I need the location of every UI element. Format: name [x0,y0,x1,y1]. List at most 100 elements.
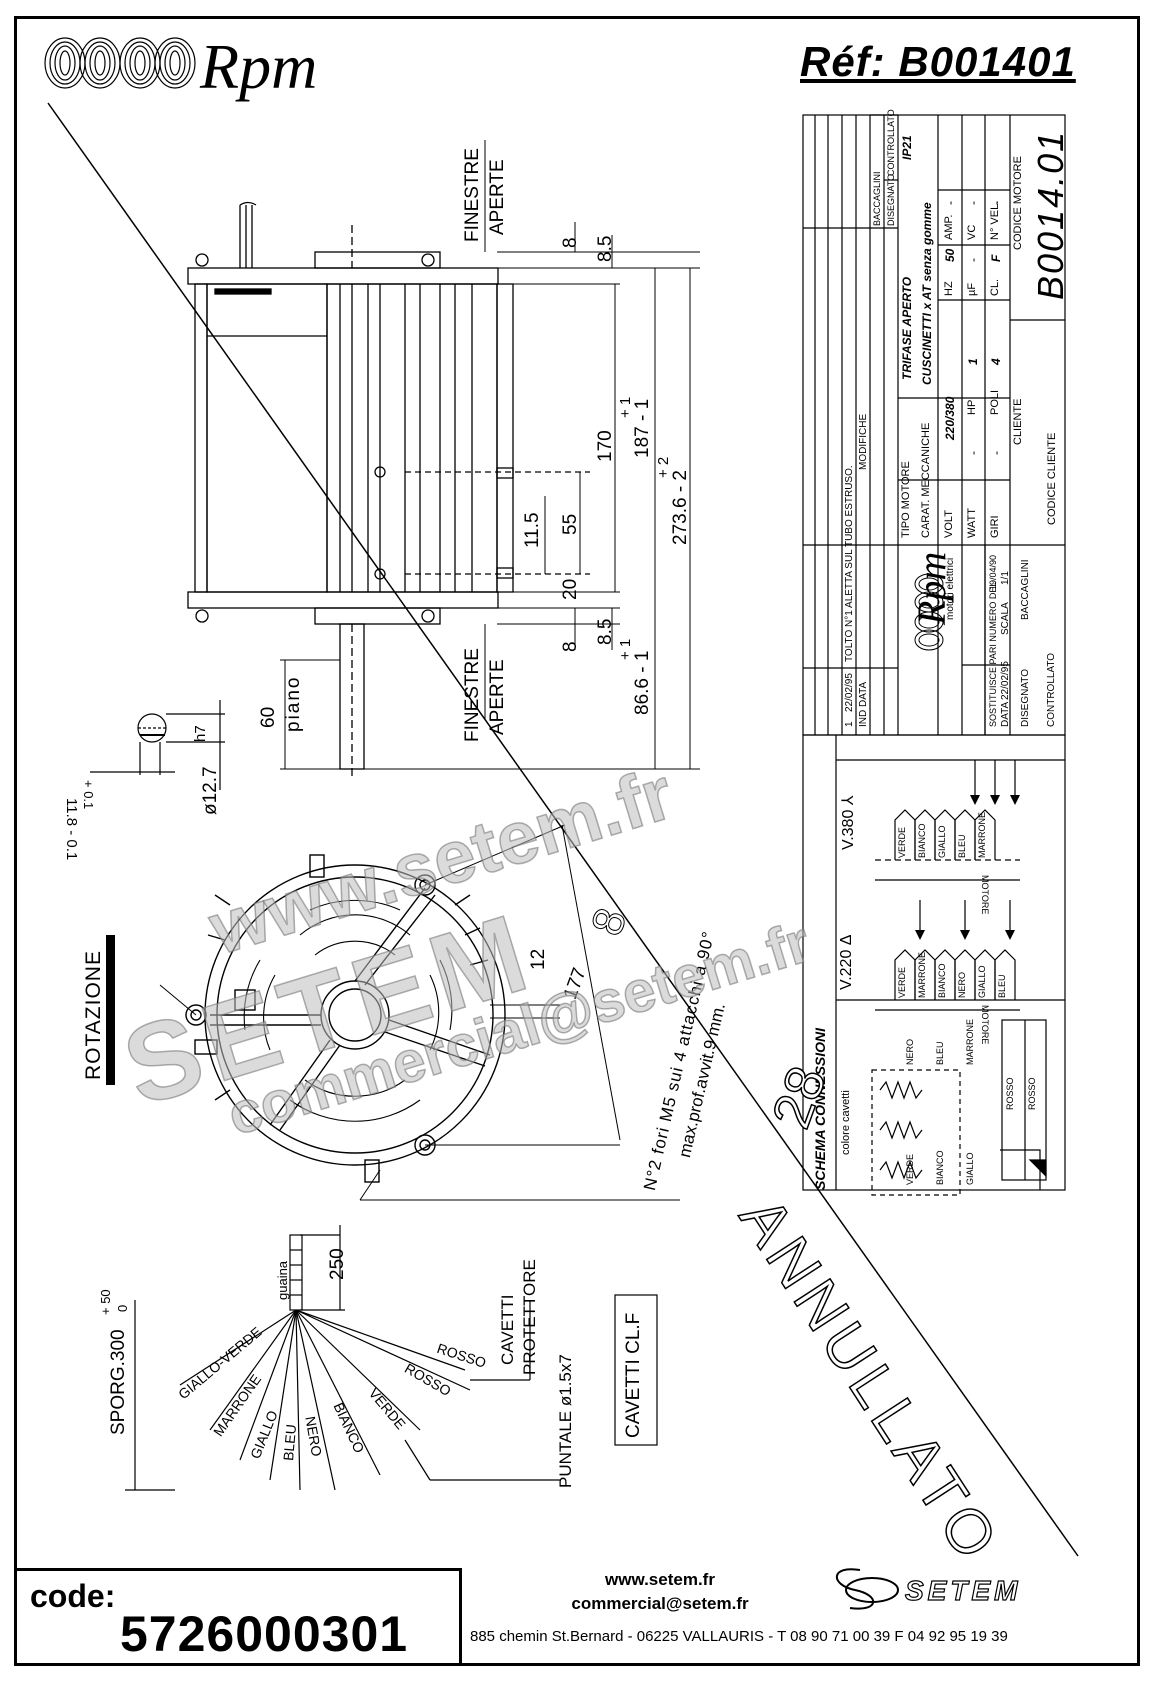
tb-sostituisce: SOSTITUISCE PARI NUMERO DEL [988,581,998,727]
tb-disegnato-value: BACCAGLINI [1020,559,1031,620]
tb-carat-label: CARAT. MECCANICHE [920,422,932,538]
tb-codice-motore: B0014.01 [1030,129,1071,300]
brand-logo-text: Rpm [200,31,318,102]
finestre-aperte-bottom-2: APERTE [487,659,508,735]
tb-codice-cliente-label: CODICE CLIENTE [1046,432,1058,525]
lead-guaina: guaina [275,1260,290,1300]
tb-giri-label: GIRI [989,515,1001,538]
lead-sporg-tol-top: + 50 [98,1289,113,1315]
drawing-sheet-border [14,16,1140,1666]
cavetti-cl-label: CAVETTI CL.F [623,1312,644,1438]
v220-wire-4: NERO [957,971,967,998]
lead-sporg: SPORG.300 [108,1329,129,1435]
shaft-dim-tol: + 0.1 [81,780,96,810]
puntale-label: PUNTALE ø1.5x7 [556,1354,575,1488]
dim-170: 170 [595,430,616,462]
dim-8-5-bottom: 8.5 [595,618,616,645]
shaft-dim-h7: h7 [192,725,209,742]
shaft-dim-11-8: 11.8 - 0.1 [63,798,80,861]
shaft-dim-diameter: ø12.7 [200,766,221,815]
schema-motore-220: MOTORE [980,1005,990,1045]
tb-watt-label: WATT [966,508,978,538]
tb-controllato-label: CONTROLLATO [1046,652,1057,727]
tb-vc-label: VC [966,224,978,240]
schema-v220: V.220 Δ [838,934,855,990]
tb-hp: 1 [966,358,980,365]
dim-piano: piano [283,675,304,733]
coil-bottom-1: VERDE [905,1153,915,1185]
setem-logo-icon [835,1568,899,1610]
title-block-logo-icon [914,573,944,651]
lead-sporg-tol-bottom: 0 [115,1304,130,1312]
tb-controllato: CONTROLLATO [886,109,896,176]
connection-schema-box [802,734,1066,1196]
dim-60: 60 [258,706,279,728]
dim-86: 86.6 - 1 [632,650,653,715]
coil-top-3: MARRONE [965,1018,975,1065]
tb-ind: IND [858,709,869,727]
coil-top-2: BLEU [935,1041,945,1065]
tb-cliente-label: CLIENTE [1012,398,1024,445]
tb-scala-value: 1/1 [1000,571,1011,585]
code-label: code: [30,1578,116,1614]
finestre-aperte-top-1: FINESTRE [462,148,483,242]
wire-bleu: BLEU [280,1423,300,1462]
schema-colore-cavetti: colore cavetti [840,1090,852,1155]
connection-arrows [915,795,1020,940]
v220-wire-2: MARRONE [917,951,927,998]
tb-hz-label: HZ [943,281,955,296]
schema-v380: V.380 ⅄ [840,795,857,850]
tb-revision-date: 22/02/95 [844,673,855,712]
dim-55: 55 [560,513,581,535]
v220-wire-5: GIALLO [977,965,987,998]
cavetti-protettore-1: CAVETTI [498,1294,517,1365]
dim-8-5-top: 8.5 [595,235,616,262]
v380-wire-4: BLEU [957,834,967,858]
tb-logo-sub: motori elettrici [945,557,956,620]
lead-wires-diagram [125,1225,658,1491]
side-view-dimension-lines [280,140,700,770]
tb-cl: F [989,254,1003,262]
tb-revision-text: TOLTO N°1 ALETTA SUL TUBO ESTRUSO. [844,465,855,662]
footer-website-link[interactable]: www.setem.fr [605,1570,715,1589]
footer-address: 885 chemin St.Bernard - 06225 VALLAURIS … [470,1628,1008,1645]
finestre-aperte-bottom-1: FINESTRE [462,648,483,742]
tb-volt: 220/380 [943,396,957,440]
tb-volt-label: VOLT [943,510,955,538]
rosso-1: ROSSO [1005,1077,1015,1110]
tb-revision-ind: 1 [844,721,855,727]
coil-bottom-2: BIANCO [935,1150,945,1185]
footer-email-link[interactable]: commercial@setem.fr [571,1594,749,1613]
v220-wire-6: BLEU [997,974,1007,998]
tb-codice-motore-label: CODICE MOTORE [1012,156,1024,250]
tb-modifiche: MODIFICHE [858,413,869,470]
dim-20: 20 [560,578,581,600]
tb-nvel: - [989,201,1003,205]
tb-vc: - [966,201,980,205]
coil-bottom-3: GIALLO [965,1152,975,1185]
tb-poli: 4 [989,358,1003,365]
dim-273: 273.6 - 2 [670,470,691,545]
tb-ip: IP21 [900,135,914,160]
tb-amp-label: AMP. [943,214,955,240]
schema-motore-380: MOTORE [980,875,990,915]
code-box [14,1568,462,1665]
v220-wire-3: BIANCO [937,963,947,998]
lead-250: 250 [327,1248,348,1280]
rotation-label: ROTAZIONE [82,950,105,1080]
tb-carat: CUSCINETTI x AT senza gomme [920,202,934,385]
tb-disegnato-label: DISEGNATO [1020,669,1031,727]
shaft-section-detail [90,700,225,790]
tb-data: DATA [858,681,869,707]
rotation-bar [106,935,115,1085]
code-value: 5726000301 [120,1606,409,1662]
tb-scala-label: SCALA [1000,602,1011,635]
tb-data-label: DATA [1000,701,1011,727]
setem-brand-text: SETEM [904,1574,1022,1606]
rosso-2: ROSSO [1027,1077,1037,1110]
rpm-logo-icon [44,37,196,89]
motor-front-view [185,854,506,1183]
v380-wire-5: MARRONE [977,811,987,858]
tb-poli-label: POLI [989,389,1001,415]
coil-top-1: NERO [905,1038,915,1065]
